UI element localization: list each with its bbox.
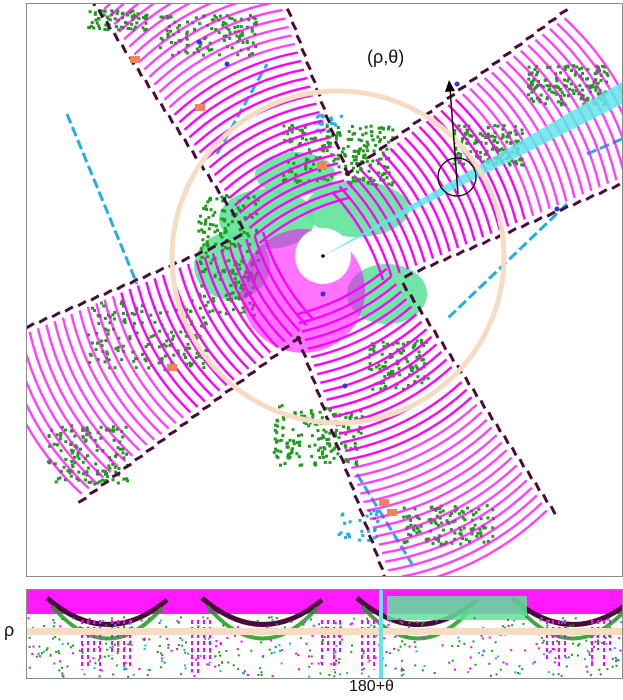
angle-axis-label: 180+θ bbox=[349, 678, 394, 695]
sensor-origin bbox=[321, 254, 325, 258]
terrain-band bbox=[387, 596, 527, 620]
road-points bbox=[27, 4, 622, 576]
sample-point-marker bbox=[437, 157, 477, 197]
rho-axis-label: ρ bbox=[4, 620, 15, 640]
highlight-ray-column bbox=[379, 590, 383, 678]
bev-point-cloud-panel bbox=[26, 3, 623, 577]
curb-points bbox=[27, 4, 621, 576]
range-image-panel bbox=[26, 589, 623, 679]
bev-point-cloud bbox=[27, 4, 622, 576]
object-points bbox=[130, 39, 622, 516]
range-ring bbox=[169, 88, 507, 426]
polar-overlay bbox=[169, 80, 507, 426]
highlight-ray bbox=[323, 82, 622, 256]
direction-arrow-head bbox=[445, 80, 455, 92]
polar-coordinate-label: (ρ,θ) bbox=[367, 47, 405, 67]
direction-arrow-line bbox=[449, 87, 459, 195]
range-ring-band bbox=[27, 628, 622, 635]
range-image bbox=[27, 590, 622, 678]
